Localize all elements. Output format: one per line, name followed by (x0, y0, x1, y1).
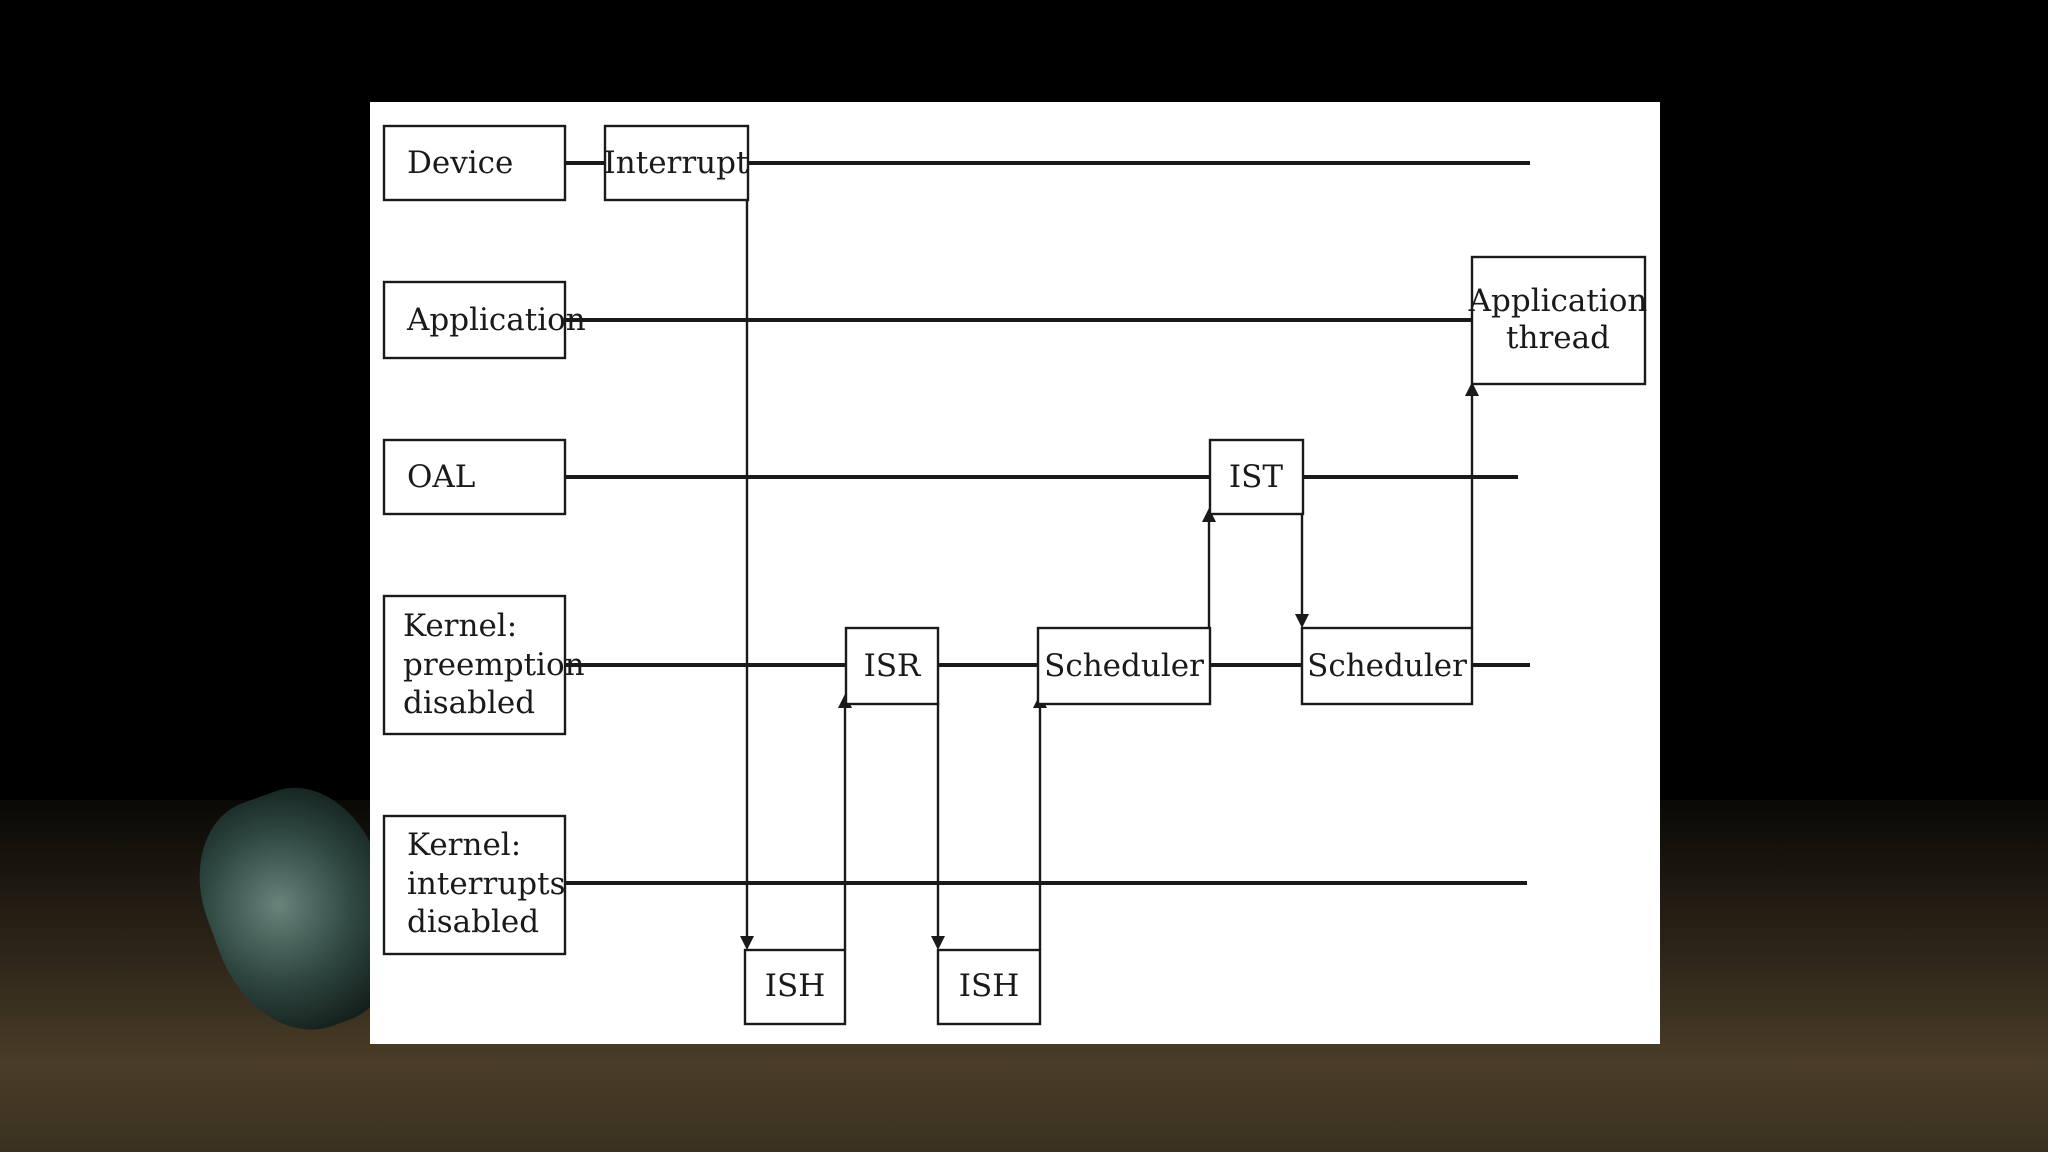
node-ist: IST (1208, 438, 1305, 516)
lane-device-label: Device (407, 145, 513, 181)
arrow-isr-to-ish (931, 703, 945, 950)
lane-kernel-preempt-line-1: Kernel: (403, 608, 517, 644)
node-ish-1-label: ISH (765, 968, 826, 1004)
node-app-thread-line-1: Application (1468, 283, 1648, 319)
node-ish-1: ISH (743, 948, 847, 1026)
node-ish-2: ISH (936, 948, 1042, 1026)
interrupt-flow-diagram: Device Application OAL Kernel: preemptio… (382, 124, 1648, 1026)
lane-oal-label: OAL (407, 459, 475, 495)
node-interrupt-label: Interrupt (604, 145, 749, 181)
lane-kernel-preemption: Kernel: preemption disabled (382, 594, 585, 736)
node-isr-label: ISR (864, 648, 922, 684)
node-app-thread-line-2: thread (1506, 320, 1610, 356)
lane-kernel-interrupts: Kernel: interrupts disabled (382, 814, 567, 956)
node-scheduler-2: Scheduler (1300, 626, 1474, 706)
arrow-ish-to-scheduler (1033, 694, 1047, 950)
arrow-scheduler-to-app-thread (1465, 382, 1479, 628)
lane-application: Application (382, 280, 586, 360)
node-scheduler-1: Scheduler (1036, 626, 1212, 706)
diagram-panel: Device Application OAL Kernel: preemptio… (370, 102, 1660, 1044)
lane-kernel-int-line-2: interrupts (407, 866, 566, 902)
node-isr: ISR (844, 626, 940, 706)
arrow-ist-to-scheduler (1295, 514, 1309, 628)
arrow-scheduler-to-ist (1202, 508, 1216, 628)
lane-kernel-int-line-1: Kernel: (407, 827, 521, 863)
node-interrupt: Interrupt (604, 124, 750, 202)
arrow-ish-to-isr (838, 694, 852, 950)
lane-application-label: Application (406, 302, 586, 338)
node-ish-2-label: ISH (959, 968, 1020, 1004)
node-scheduler-2-label: Scheduler (1307, 648, 1467, 684)
lane-kernel-preempt-line-3: disabled (403, 685, 535, 721)
arrow-interrupt-to-ish (740, 200, 754, 950)
node-application-thread: Application thread (1468, 255, 1648, 386)
lane-device: Device (382, 124, 567, 202)
lane-kernel-int-line-3: disabled (407, 904, 539, 940)
node-scheduler-1-label: Scheduler (1044, 648, 1204, 684)
lane-kernel-preempt-line-2: preemption (403, 647, 585, 683)
node-ist-label: IST (1229, 459, 1283, 495)
lane-oal: OAL (382, 438, 567, 516)
